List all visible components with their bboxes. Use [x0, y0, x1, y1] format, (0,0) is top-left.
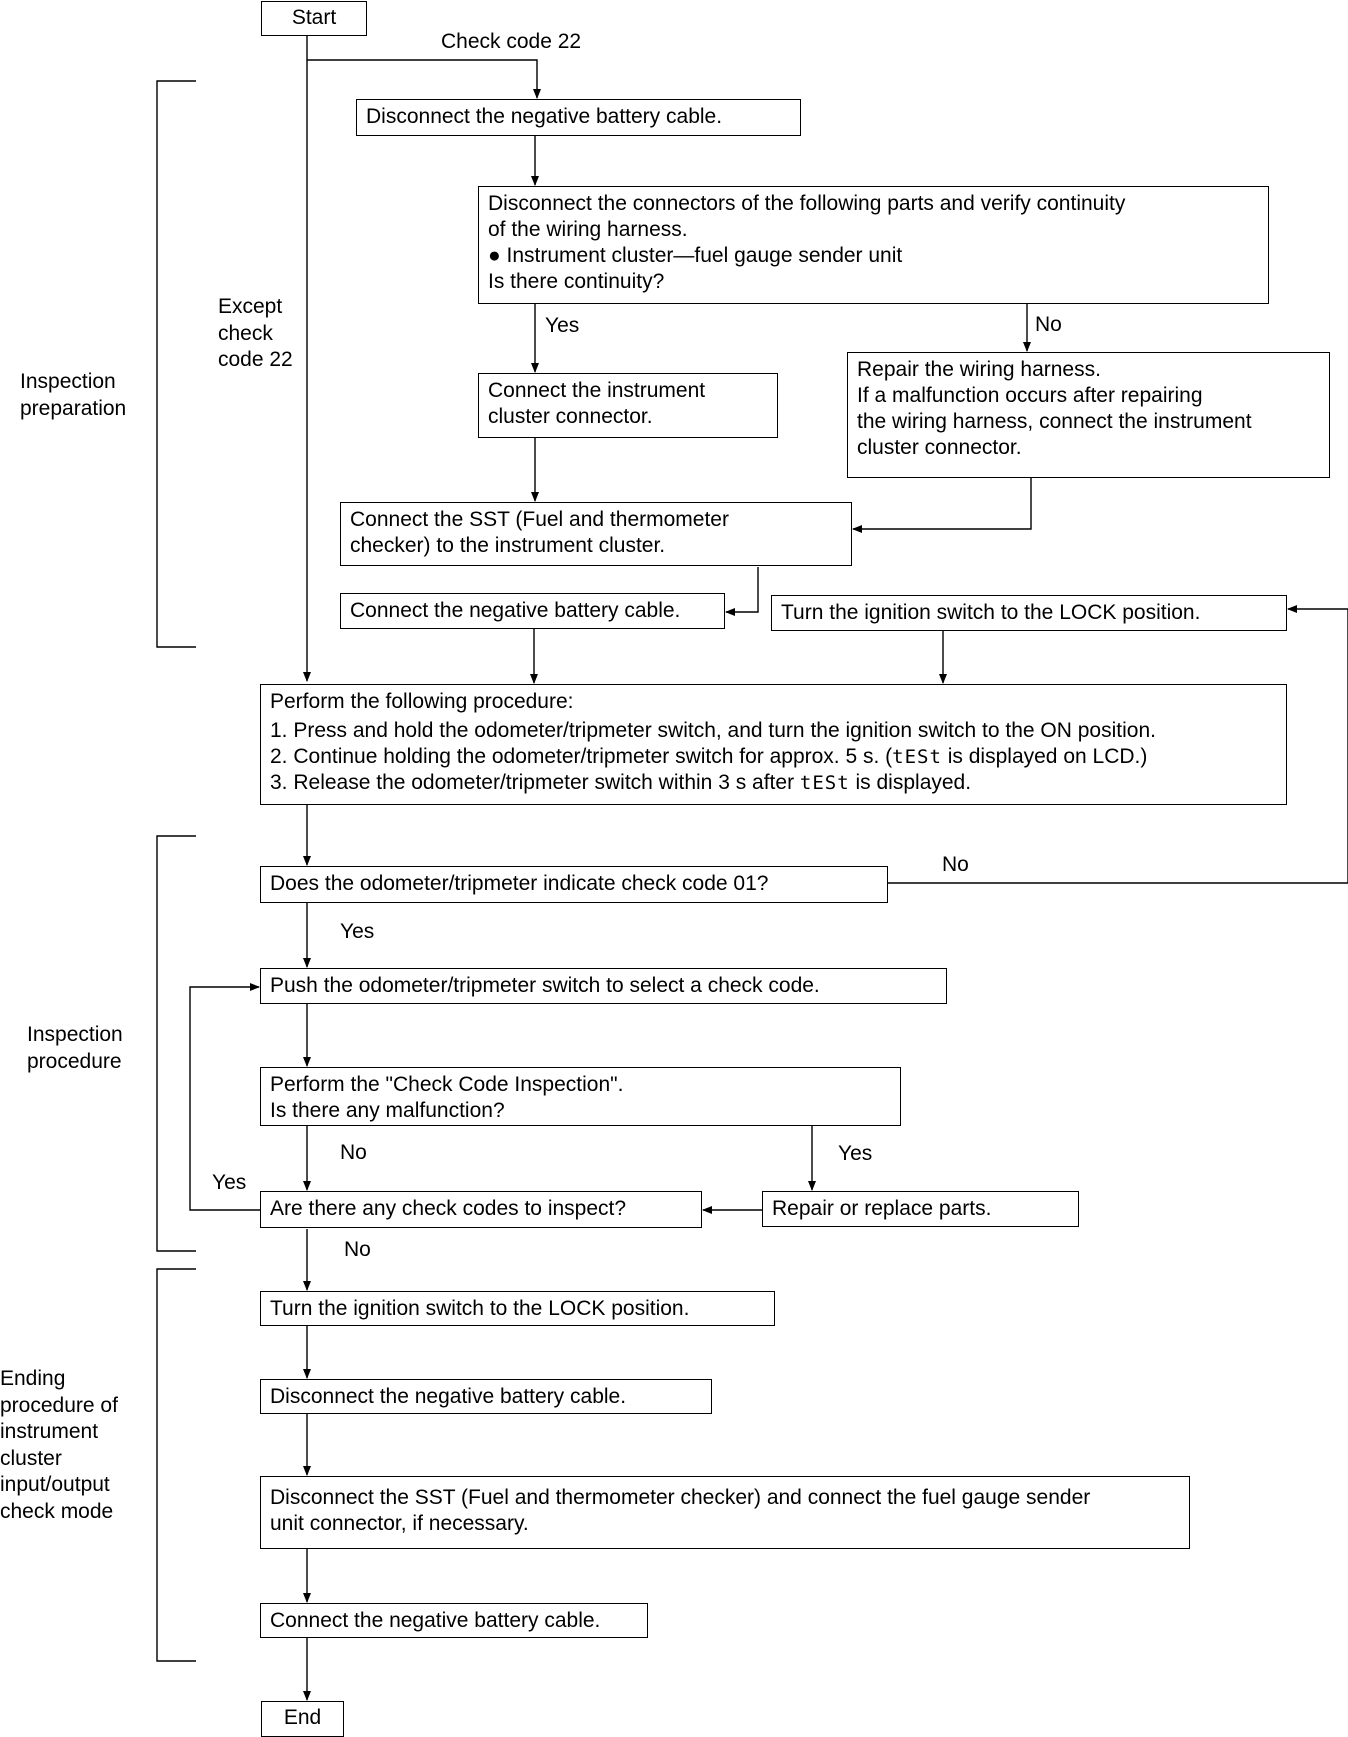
label-yes-malfunction: Yes: [838, 1142, 873, 1165]
arrow-no-loop: [888, 605, 1348, 884]
step-connect-negative-cable: Connect the negative battery cable.: [340, 593, 725, 629]
arrow-yes-loop: [189, 983, 261, 1211]
bracket-prep: [156, 80, 196, 648]
step-connect-negative-cable-end: Connect the negative battery cable.: [260, 1603, 648, 1638]
step-ignition-lock: Turn the ignition switch to the LOCK pos…: [771, 595, 1287, 631]
decision-any-check-codes: Are there any check codes to inspect?: [260, 1191, 702, 1228]
lcd-test-display: tESt: [799, 772, 850, 794]
arrow-repair-to-sst: [852, 478, 1032, 533]
step-repair-wiring-harness: Repair the wiring harness. If a malfunct…: [847, 352, 1330, 478]
label-yes-continuity: Yes: [545, 314, 580, 337]
label-no-malfunction: No: [340, 1141, 367, 1164]
step-disconnect-negative-cable-end: Disconnect the negative battery cable.: [260, 1379, 712, 1414]
step-verify-continuity: Disconnect the connectors of the followi…: [478, 186, 1269, 304]
label-no-more-codes: No: [344, 1238, 371, 1261]
step-perform-procedure: Perform the following procedure: 1. Pres…: [260, 684, 1287, 805]
step-disconnect-negative-cable: Disconnect the negative battery cable.: [356, 99, 801, 136]
label-check-code-22: Check code 22: [441, 30, 582, 53]
end-terminal: End: [261, 1701, 344, 1737]
label-yes-check01: Yes: [340, 920, 375, 943]
label-yes-more-codes: Yes: [212, 1171, 247, 1194]
arrow-sst-to-neg: [725, 567, 759, 616]
step-ignition-lock-end: Turn the ignition switch to the LOCK pos…: [260, 1291, 775, 1326]
bracket-proc: [156, 835, 196, 1252]
label-no-continuity: No: [1035, 313, 1062, 336]
start-terminal: Start: [261, 1, 367, 36]
decision-check-code-01: Does the odometer/tripmeter indicate che…: [260, 866, 888, 903]
decision-check-code-inspection: Perform the "Check Code Inspection". Is …: [260, 1067, 901, 1126]
step-disconnect-sst: Disconnect the SST (Fuel and thermometer…: [260, 1476, 1190, 1549]
step-push-switch: Push the odometer/tripmeter switch to se…: [260, 968, 947, 1004]
step-repair-replace-parts: Repair or replace parts.: [762, 1191, 1079, 1227]
label-no-check01: No: [942, 853, 969, 876]
step-connect-sst: Connect the SST (Fuel and thermometer ch…: [340, 502, 852, 566]
step-connect-cluster-connector: Connect the instrument cluster connector…: [478, 373, 778, 438]
arrow-check-22: [307, 59, 541, 99]
lcd-test-display: tESt: [892, 746, 942, 768]
bracket-ending: [156, 1268, 196, 1662]
